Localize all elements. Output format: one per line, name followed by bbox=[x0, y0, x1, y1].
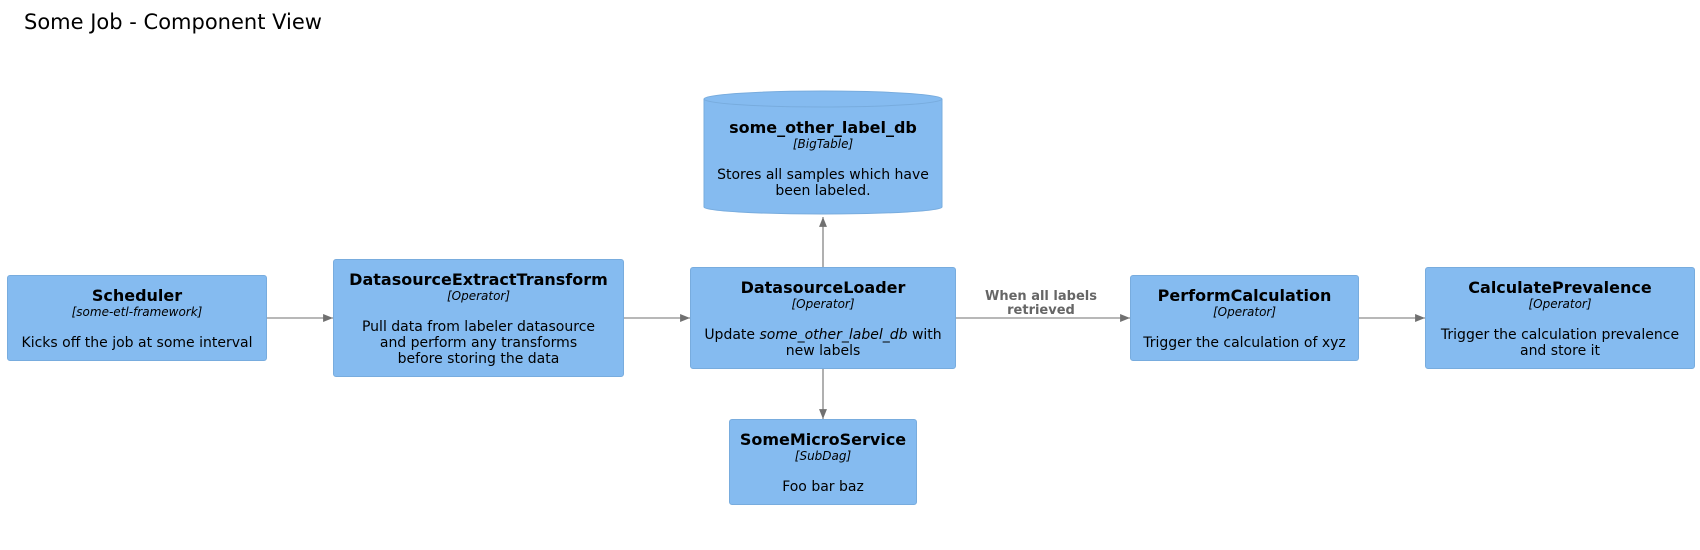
node-some-other-label-db[interactable]: some_other_label_db [BigTable] Stores al… bbox=[704, 99, 942, 207]
node-name: Scheduler bbox=[91, 285, 183, 305]
node-description: Trigger the calculation prevalence and s… bbox=[1440, 326, 1680, 359]
node-description: Kicks off the job at some interval bbox=[21, 334, 253, 351]
node-name: CalculatePrevalence bbox=[1468, 277, 1652, 297]
node-some-micro-service[interactable]: SomeMicroService [SubDag] Foo bar baz bbox=[729, 419, 917, 505]
node-datasource-extract-transform[interactable]: DatasourceExtractTransform [Operator] Pu… bbox=[333, 259, 624, 377]
node-technology: [Operator] bbox=[791, 296, 855, 311]
node-name: DatasourceExtractTransform bbox=[349, 269, 608, 289]
node-datasource-loader[interactable]: DatasourceLoader [Operator] Update some_… bbox=[690, 267, 956, 369]
database-cylinder-shape bbox=[703, 90, 943, 215]
node-description: Pull data from labeler datasource and pe… bbox=[361, 318, 596, 367]
node-description: Foo bar baz bbox=[782, 478, 864, 495]
node-technology: [some-etl-framework] bbox=[71, 304, 203, 319]
node-description: Update some_other_label_db with new labe… bbox=[704, 326, 942, 359]
node-technology: [Operator] bbox=[1212, 304, 1277, 319]
node-technology: [Operator] bbox=[1528, 296, 1592, 311]
node-technology: [BigTable] bbox=[792, 136, 854, 151]
node-name: DatasourceLoader bbox=[740, 277, 906, 297]
node-scheduler[interactable]: Scheduler [some-etl-framework] Kicks off… bbox=[7, 275, 267, 361]
node-calculate-prevalence[interactable]: CalculatePrevalence [Operator] Trigger t… bbox=[1425, 267, 1695, 369]
node-name: some_other_label_db bbox=[729, 117, 917, 137]
node-description: Stores all samples which have been label… bbox=[717, 166, 929, 199]
edge-label-loader-to-calc: When all labels retrieved bbox=[985, 289, 1097, 318]
diagram-title: Some Job - Component View bbox=[24, 10, 322, 34]
node-description: Trigger the calculation of xyz bbox=[1143, 334, 1346, 351]
node-name: SomeMicroService bbox=[739, 429, 907, 449]
node-name: PerformCalculation bbox=[1157, 285, 1332, 305]
node-technology: [SubDag] bbox=[794, 448, 852, 463]
node-technology: [Operator] bbox=[446, 288, 511, 303]
node-perform-calculation[interactable]: PerformCalculation [Operator] Trigger th… bbox=[1130, 275, 1359, 361]
db-reference: some_other_label_db bbox=[759, 326, 908, 343]
